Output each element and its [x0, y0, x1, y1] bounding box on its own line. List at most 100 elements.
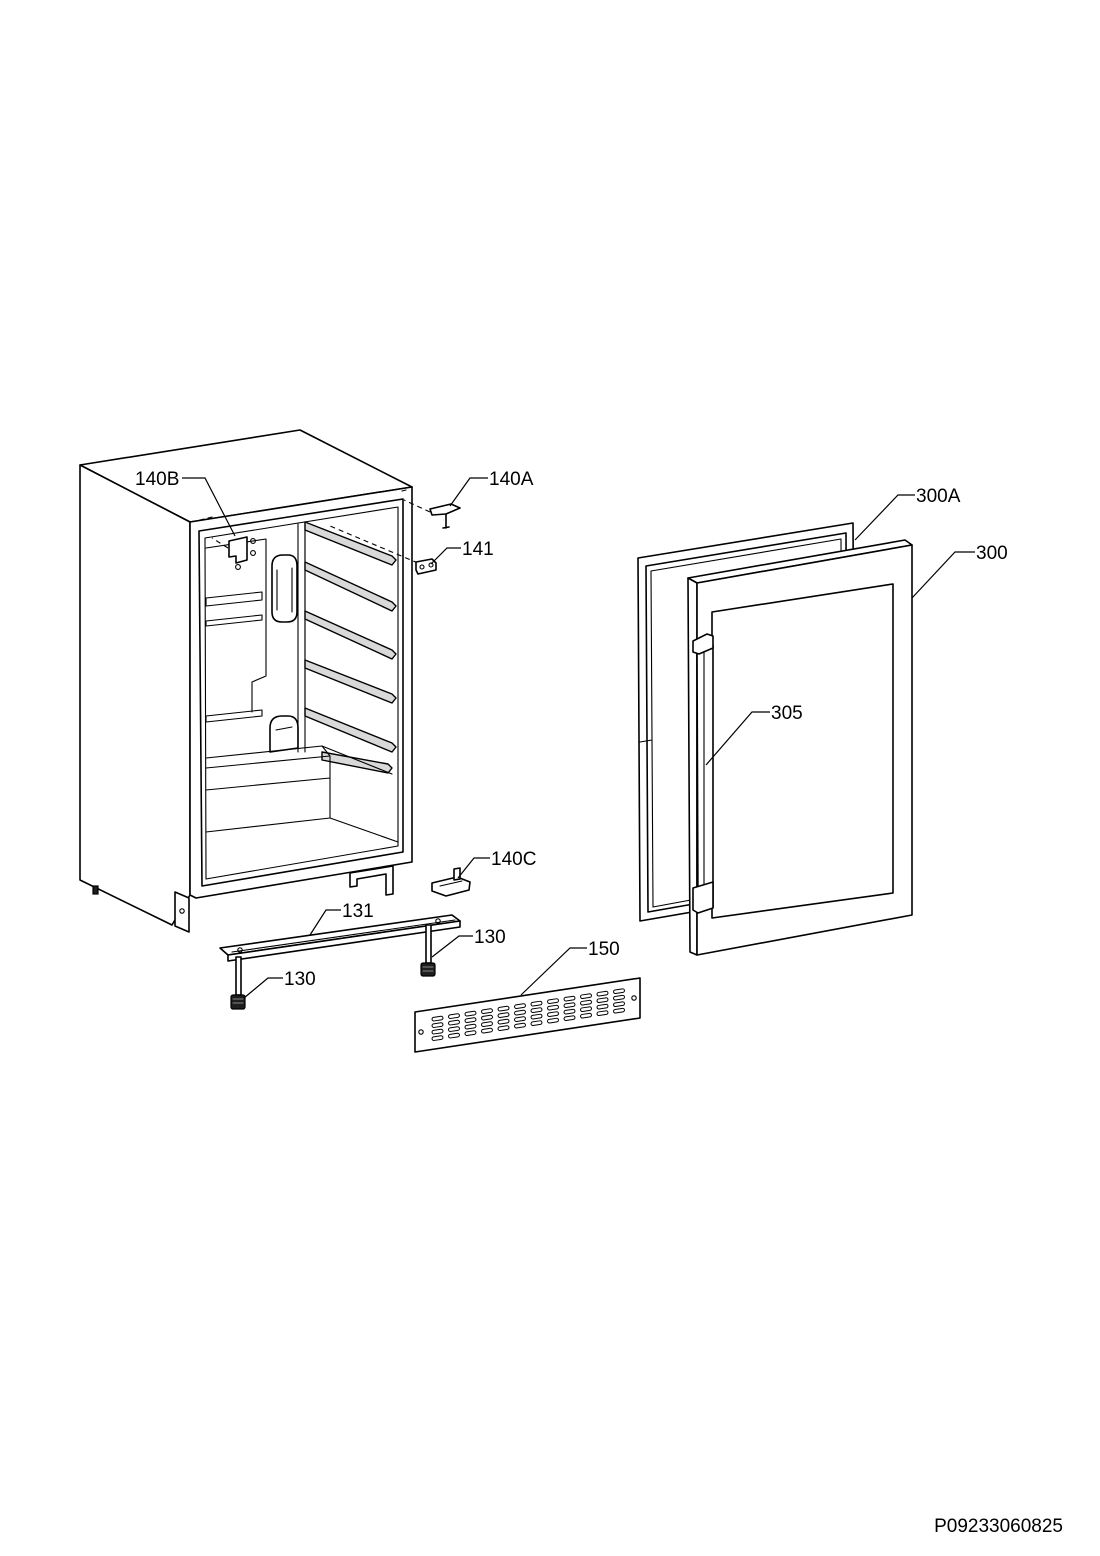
grille-slot	[448, 1013, 460, 1019]
hinge-140c-body	[431, 876, 471, 897]
grille-slot	[431, 1022, 444, 1028]
hinge-pin-141-hole	[428, 562, 434, 568]
grille-slot	[464, 1023, 477, 1030]
cabinet-plinth	[174, 891, 190, 933]
grille-slot	[464, 1010, 477, 1017]
cabinet	[79, 429, 413, 933]
callout-140b: 140B	[135, 469, 179, 490]
grille-slot	[563, 1008, 576, 1015]
door-300	[687, 539, 913, 956]
base-bar-front	[227, 920, 461, 962]
hinge-140a	[429, 503, 461, 529]
hinge-140a-pin	[442, 513, 450, 529]
crisper-top	[205, 745, 331, 769]
shelf-rail	[304, 659, 397, 704]
grille-slot	[563, 1002, 576, 1009]
door-handle-bottom-cap	[692, 881, 714, 914]
foot-cap	[420, 962, 436, 977]
shelf-rail	[304, 707, 397, 753]
grille-slot	[431, 1035, 444, 1041]
back-wall-edge	[205, 538, 267, 713]
hinge-alignment-line	[211, 537, 229, 549]
hinge-140c-tab	[453, 867, 461, 881]
grille-slot	[563, 995, 576, 1002]
grille-slots	[431, 988, 625, 1041]
leader-300a	[854, 494, 915, 541]
grille-slot	[497, 1018, 510, 1025]
callout-141: 141	[462, 539, 494, 560]
foot-thread	[232, 998, 244, 1004]
grille-slot	[580, 1006, 592, 1013]
grille-slot	[497, 1005, 510, 1012]
base-bar-hole	[237, 947, 243, 953]
grille-slot	[530, 1020, 543, 1026]
foot-thread	[422, 966, 434, 972]
grille-slot	[613, 1001, 625, 1008]
callout-130-right: 130	[474, 927, 506, 948]
hinge-140b-screw	[250, 538, 256, 544]
hinge-140a-plate	[429, 503, 461, 516]
grille-screw-hole	[631, 995, 637, 1001]
shelf-rail	[321, 751, 393, 774]
hinge-140b-plate	[228, 536, 248, 564]
grille-slot	[448, 1026, 460, 1032]
leader-150	[520, 947, 587, 996]
door-handle-top-cap	[692, 633, 714, 655]
cabinet-liner-edge	[204, 506, 399, 880]
grille-slot	[596, 1010, 609, 1017]
adjustable-foot-right	[420, 924, 436, 977]
grille-slot	[613, 994, 625, 1001]
grille-slot	[580, 993, 592, 1000]
grille-slot	[448, 1019, 460, 1026]
plinth-screw-hole	[179, 908, 185, 914]
grille-slot	[464, 1017, 477, 1023]
evaporator-duct	[271, 554, 298, 623]
adjustable-foot-left	[230, 956, 246, 1010]
grille-slot	[547, 1011, 559, 1017]
foot-stem	[235, 956, 242, 996]
grille-slot	[497, 1025, 510, 1031]
leader-141	[430, 547, 461, 565]
callout-300a: 300A	[916, 486, 961, 507]
callout-140c: 140C	[491, 849, 536, 870]
grille-slot	[514, 1003, 526, 1009]
grille-slot	[481, 1008, 493, 1014]
grille-slot	[481, 1021, 493, 1027]
callout-140a: 140A	[489, 469, 534, 490]
hinge-140b-screw	[235, 564, 241, 570]
hinge-140c-detail	[439, 880, 463, 887]
door-handle-bar	[696, 644, 714, 912]
grille-slot	[530, 1000, 543, 1007]
hinge-alignment-line	[329, 525, 419, 564]
callout-131: 131	[342, 901, 374, 922]
grille-slot	[613, 1007, 625, 1014]
foot-stem	[425, 924, 432, 964]
callout-305: 305	[771, 703, 803, 724]
base-bar-hole	[435, 918, 441, 924]
leader-140a	[449, 477, 488, 507]
leader-300	[911, 551, 975, 599]
grille-screw-hole	[418, 1029, 424, 1035]
grille-slot	[596, 1003, 609, 1010]
hinge-140c	[431, 867, 471, 897]
grille-slot	[547, 1004, 559, 1011]
top-hinge-holes	[199, 489, 407, 521]
back-wall-plate	[205, 709, 263, 723]
grille-slot	[448, 1032, 460, 1039]
foot-cap	[230, 994, 246, 1010]
leader-305	[705, 711, 770, 766]
grille-slot	[547, 998, 559, 1004]
drawing-code: P09233060825	[934, 1516, 1063, 1537]
grille-slot	[596, 997, 609, 1004]
grille-slot	[530, 1013, 543, 1020]
hinge-140b	[228, 536, 256, 570]
cabinet-opening-edge	[198, 498, 404, 887]
grille-slot	[613, 988, 625, 995]
shelf-rail	[304, 561, 397, 612]
shelf-rail	[304, 521, 397, 566]
callout-150: 150	[588, 939, 620, 960]
drain-channel-inner	[275, 726, 293, 731]
callouts: 140B 140A 141 300A 300 305 140C 131 130 …	[135, 469, 1008, 999]
door-front-panel	[696, 544, 913, 956]
